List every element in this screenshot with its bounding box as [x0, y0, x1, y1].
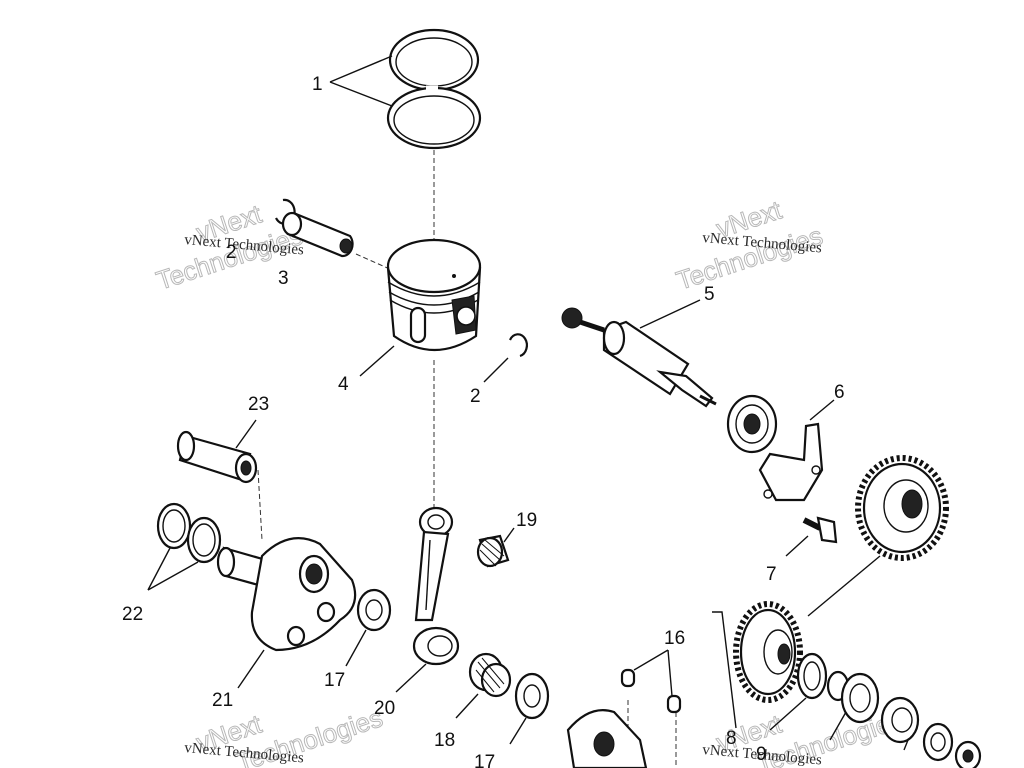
- callout-21: 21: [212, 690, 233, 711]
- leader-17b: [509, 717, 527, 745]
- big-end-bearing: [468, 652, 512, 698]
- crankpin-axis-line: [257, 469, 263, 541]
- piston-ring-lower: [386, 85, 482, 150]
- leader-16a: [633, 649, 669, 671]
- leader-nut: [903, 739, 909, 751]
- callout-5: 5: [704, 284, 715, 305]
- callout-8: 8: [726, 728, 737, 749]
- washer-9: [796, 652, 828, 700]
- leader-18: [455, 693, 479, 719]
- shaft-assembly: [561, 307, 717, 408]
- piston-ring-upper: [388, 28, 480, 92]
- callout-1: 1: [312, 74, 323, 95]
- callout-22: 22: [122, 604, 143, 625]
- castle-nut: [880, 696, 920, 744]
- connecting-rod: [412, 506, 460, 666]
- thrust-washer-right: [514, 672, 550, 720]
- crankshaft-left-half: [216, 537, 357, 652]
- small-end-bearing: [476, 534, 510, 568]
- leader-1b: [329, 81, 393, 107]
- pin-axis-line: [355, 253, 393, 271]
- shaft-bearing: [726, 394, 778, 454]
- bracket: [758, 422, 824, 502]
- gear-upper: [855, 455, 949, 561]
- leader-9b: [829, 711, 847, 741]
- key-left: [620, 668, 636, 688]
- leader-22b: [147, 561, 199, 591]
- leader-21: [237, 649, 265, 689]
- callout-19: 19: [516, 510, 537, 531]
- leader-23: [235, 419, 257, 449]
- wrist-pin: [281, 211, 354, 258]
- nut-small: [954, 740, 982, 768]
- callout-2-right: 2: [470, 386, 481, 407]
- bearing-lower-right: [840, 672, 880, 724]
- watermark-top-right: vNext Technologies vNext Technologies: [672, 194, 827, 296]
- thrust-washer-left: [356, 588, 392, 632]
- callout-2-left: 2: [226, 242, 237, 263]
- bolt: [802, 516, 838, 544]
- leader-7: [785, 535, 809, 557]
- callout-6: 6: [834, 382, 845, 403]
- callout-7: 7: [766, 564, 777, 585]
- leader-19: [503, 527, 515, 543]
- leader-8: [712, 611, 737, 729]
- leader-16b: [667, 649, 673, 697]
- leader-1a: [329, 55, 393, 83]
- shim-inner: [186, 516, 222, 564]
- callout-16: 16: [664, 628, 685, 649]
- leader-5: [639, 299, 701, 329]
- callout-20: 20: [374, 698, 395, 719]
- leader-gear: [807, 555, 881, 617]
- leader-20: [395, 663, 427, 693]
- leader-22a: [147, 547, 171, 591]
- key-right: [666, 694, 682, 714]
- callout-17-left: 17: [324, 670, 345, 691]
- callout-17-right: 17: [474, 752, 495, 768]
- gear-lower: [733, 601, 803, 703]
- leader-2b: [483, 357, 509, 383]
- crankshaft-right-half: [566, 709, 648, 768]
- leader-17a: [345, 629, 367, 667]
- watermark-bottom-left: vNext Technologies vNext Technologies: [184, 702, 387, 768]
- shim-outer: [156, 502, 192, 550]
- circlip-right: [508, 333, 528, 358]
- callout-23: 23: [248, 394, 269, 415]
- callout-9: 9: [756, 744, 767, 765]
- leader-4: [359, 345, 395, 377]
- crank-pin: [176, 430, 258, 484]
- leader-9: [769, 697, 807, 731]
- callout-18: 18: [434, 730, 455, 751]
- piston: [386, 238, 482, 352]
- leader-6: [809, 399, 835, 421]
- callout-4: 4: [338, 374, 349, 395]
- washer-small: [922, 722, 954, 762]
- callout-3: 3: [278, 268, 289, 289]
